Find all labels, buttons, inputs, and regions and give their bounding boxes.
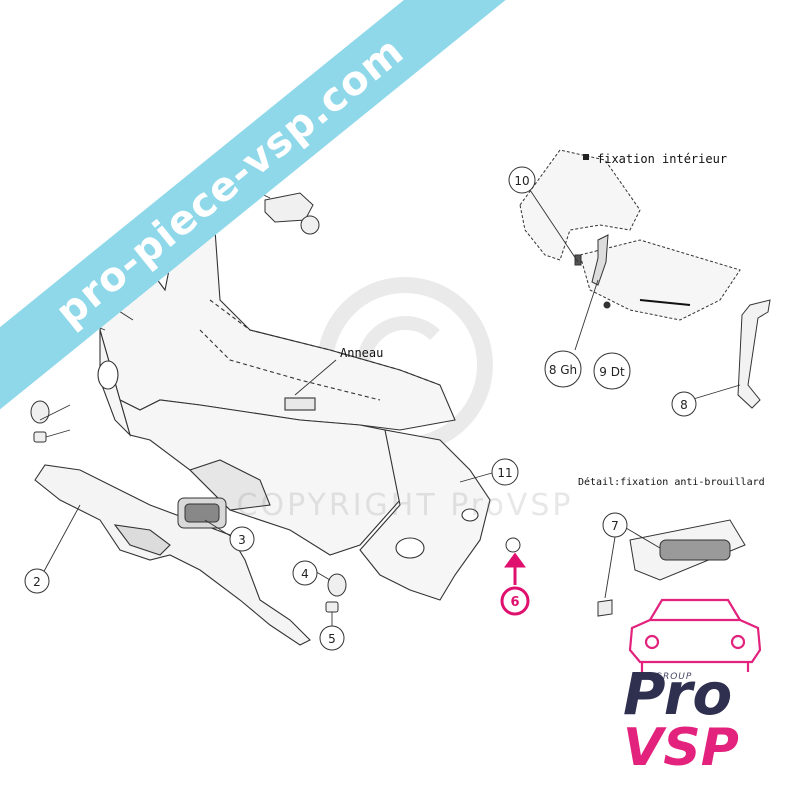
part-3-fog-lamp [177, 497, 227, 529]
part-2-lower-trim [34, 464, 311, 646]
part-8-bracket [737, 299, 771, 409]
copyright-watermark-text: COPYRIGHT ProVSP [236, 488, 574, 523]
callout-8-gh: 8 Gh [549, 363, 577, 377]
label-anneau: Anneau [340, 346, 383, 360]
logo-pro-text: Pro [623, 660, 733, 728]
callout-2: 2 [33, 575, 41, 589]
label-detail-anti-brouillard: Détail:fixation anti-brouillard [578, 476, 765, 488]
provsp-logo: GROUP Pro VSP [615, 590, 775, 780]
part-3-bracket-top [264, 192, 320, 235]
callout-4: 4 [301, 567, 309, 581]
fixation-marker [583, 154, 589, 160]
logo-group-text: GROUP [655, 672, 693, 682]
logo-car-outline [628, 598, 762, 672]
callout-6: 6 [510, 595, 519, 610]
callout-3: 3 [238, 533, 246, 547]
callout-11-right: 11 [497, 466, 512, 480]
callout-9-dt: 9 Dt [599, 365, 625, 379]
rear-bumper [97, 229, 491, 601]
callout-6-highlight [500, 586, 530, 616]
logo-vsp-text: VSP [623, 718, 739, 778]
callout-10: 10 [514, 174, 529, 188]
part-7-detail [597, 519, 746, 617]
fixation-interieur-detail [519, 149, 741, 321]
callout-8: 8 [680, 398, 688, 412]
callout-5: 5 [328, 632, 336, 646]
label-fixation-interieur: fixation intérieur [597, 152, 727, 166]
callout-7: 7 [611, 519, 619, 533]
callout-6-arrow [504, 552, 526, 585]
